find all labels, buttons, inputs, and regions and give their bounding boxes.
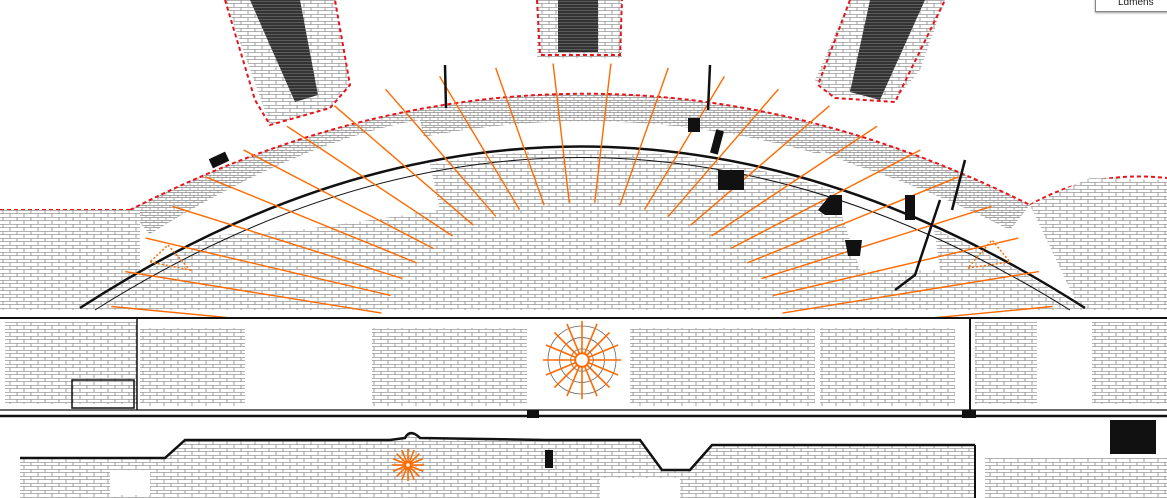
radial-line	[172, 205, 403, 280]
radial-line	[205, 176, 417, 264]
radial-line	[286, 125, 453, 237]
rose-center	[404, 461, 412, 469]
radial-line	[761, 205, 992, 280]
main-corridor	[0, 317, 1167, 418]
radial-line	[643, 76, 726, 210]
planting-triangle-east	[966, 238, 1012, 270]
compass-rose-icon	[542, 320, 622, 400]
radial-line	[711, 125, 878, 237]
perimeter-road	[79, 145, 1086, 311]
east-paving	[1030, 178, 1167, 310]
radial-line	[619, 67, 669, 206]
radial-line	[125, 270, 382, 314]
radial-line	[782, 270, 1039, 314]
open-plaza-west	[140, 120, 440, 240]
radial-line	[773, 237, 1019, 297]
radial-line	[495, 67, 545, 206]
radial-line	[594, 63, 612, 203]
radial-line	[552, 63, 570, 203]
radial-line	[438, 76, 521, 210]
radial-line	[690, 105, 830, 226]
radial-line	[730, 149, 921, 250]
radial-line	[334, 105, 474, 226]
radial-line	[243, 149, 434, 250]
north-wing	[536, 0, 623, 58]
north-east-wing	[815, 0, 946, 104]
drawing-corner-label: Ldmens	[1095, 0, 1167, 12]
sun-rose-icon	[391, 448, 425, 482]
rose-center	[574, 352, 590, 368]
radial-line	[385, 88, 497, 217]
east-partitions	[443, 64, 967, 291]
planting-triangle-west	[148, 243, 193, 272]
radial-line	[667, 88, 779, 217]
lower-building-band	[20, 431, 1167, 498]
radial-line	[145, 237, 391, 297]
north-west-wing	[224, 0, 352, 127]
radial-line	[747, 176, 959, 264]
